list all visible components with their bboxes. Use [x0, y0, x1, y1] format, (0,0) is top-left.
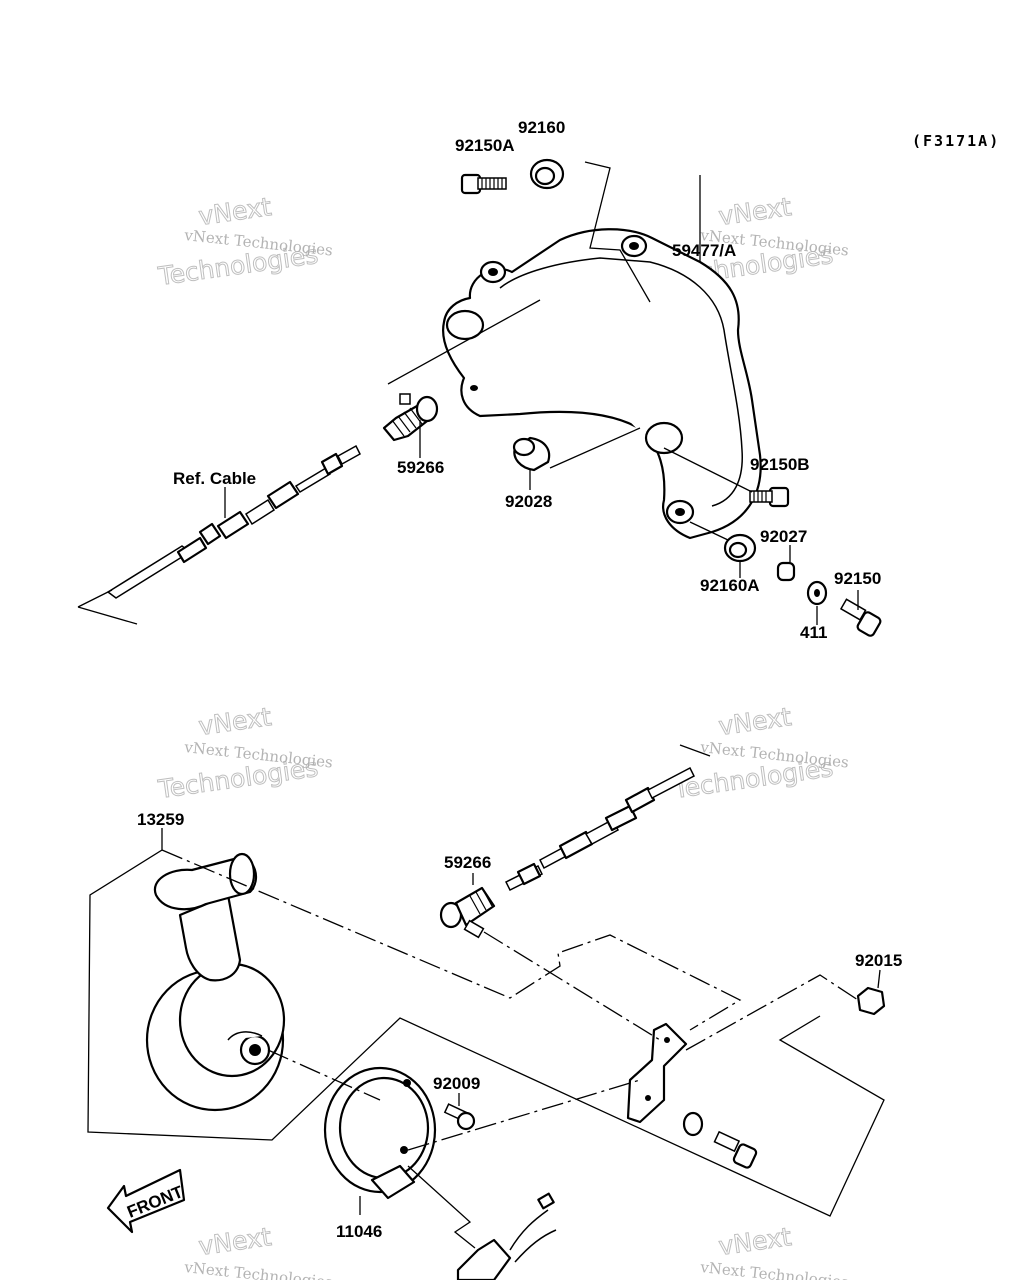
- label-92150: 92150: [834, 569, 881, 588]
- washer-411: [806, 580, 828, 606]
- screw-92009: [443, 1103, 476, 1131]
- svg-text:vNext: vNext: [197, 1222, 274, 1261]
- leader-cable-end-top: [77, 589, 138, 625]
- label-59266-top: 59266: [397, 458, 444, 477]
- dash-line-1: [161, 849, 742, 1031]
- bolt-92150: [839, 598, 882, 637]
- joint-59266-bottom: [439, 886, 496, 939]
- watermark-mid-left: vNext vNext Technologies Technologies: [155, 702, 333, 805]
- leader-92015: [877, 969, 881, 989]
- leader-92160a: [689, 521, 729, 541]
- leader-92160: [584, 161, 651, 303]
- collar-92160: [529, 158, 565, 190]
- plate-11046: [323, 1066, 437, 1200]
- label-92015: 92015: [855, 951, 902, 970]
- label-92009: 92009: [433, 1074, 480, 1093]
- leader-harness: [407, 1165, 476, 1249]
- dash-line-3: [685, 974, 859, 1051]
- watermark-top-left: vNext vNext Technologies Technologies: [155, 192, 333, 292]
- control-lever-13259: [145, 852, 286, 1112]
- collar-92160a: [723, 533, 757, 563]
- joint-59266-top: [382, 393, 439, 442]
- svg-text:vNext: vNext: [717, 192, 794, 231]
- svg-text:vNext Technologies: vNext Technologies: [699, 1258, 850, 1280]
- ref-cable-bottom: [504, 766, 695, 892]
- bolt-bottom: [713, 1130, 758, 1169]
- nut-92015: [856, 986, 886, 1016]
- leader-cable-end-bottom: [679, 744, 711, 757]
- leader-bracket-joint: [387, 299, 541, 385]
- cable-bracket: [626, 1022, 688, 1124]
- label-411: 411: [800, 623, 827, 642]
- spacer-92027: [776, 561, 796, 582]
- leader-13259-box: [87, 828, 885, 1217]
- watermark-bottom-left: vNext vNext Technologies: [183, 1222, 334, 1280]
- label-92027: 92027: [760, 527, 807, 546]
- label-92150b: 92150B: [750, 455, 810, 474]
- collar-92028: [512, 436, 551, 472]
- dash-line-4: [267, 1049, 381, 1101]
- label-92028: 92028: [505, 492, 552, 511]
- dash-line-5: [407, 1079, 641, 1151]
- watermark-mid-right: vNext vNext Technologies Technologies: [670, 702, 849, 805]
- bracket-59477a: [442, 228, 762, 540]
- bolt-92150a: [460, 173, 507, 195]
- washer-bottom: [682, 1111, 704, 1137]
- watermark-bottom-right: vNext vNext Technologies: [699, 1222, 850, 1280]
- svg-text:vNext: vNext: [197, 192, 274, 231]
- label-92150a: 92150A: [455, 136, 515, 155]
- label-59266-bottom: 59266: [444, 853, 491, 872]
- svg-text:vNext: vNext: [717, 1222, 794, 1261]
- label-92160a: 92160A: [700, 576, 760, 595]
- leader-92028-h: [549, 427, 641, 469]
- bolt-92150b: [749, 486, 790, 508]
- ref-cable-top: [106, 444, 361, 599]
- leader-92150b: [663, 447, 753, 493]
- diagram-code: (F3171A): [912, 132, 1000, 150]
- label-11046: 11046: [336, 1222, 382, 1241]
- label-ref-cable: Ref. Cable: [173, 469, 256, 488]
- switch-harness: [456, 1192, 557, 1280]
- front-arrow: FRONT: [106, 1168, 186, 1234]
- svg-text:vNext: vNext: [197, 702, 274, 741]
- label-92160-top: 92160: [518, 118, 565, 137]
- label-13259: 13259: [137, 810, 184, 829]
- svg-text:vNext: vNext: [717, 702, 794, 741]
- label-59477a: 59477/A: [672, 241, 736, 260]
- svg-text:vNext Technologies: vNext Technologies: [183, 1258, 334, 1280]
